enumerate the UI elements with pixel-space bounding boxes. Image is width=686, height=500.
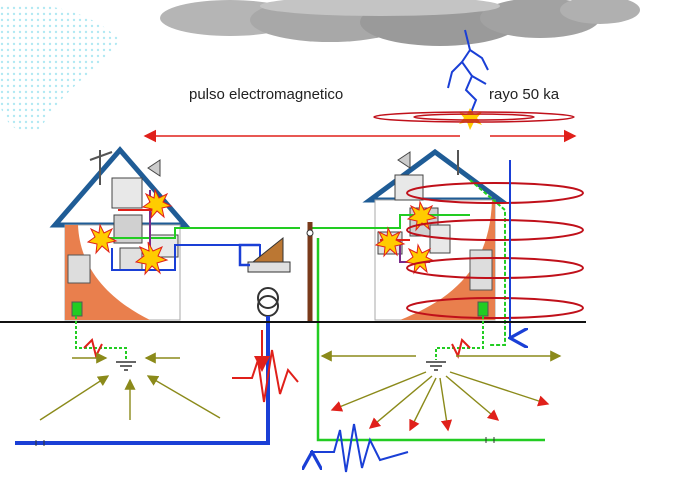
utility-pole xyxy=(306,222,314,322)
magnetic-field-top xyxy=(373,111,575,123)
magnetic-field-rings xyxy=(406,182,584,319)
transformer-icon xyxy=(247,236,291,317)
left-house xyxy=(49,146,191,321)
right-ground-system xyxy=(320,316,562,432)
ground-electrode-icon xyxy=(116,361,136,371)
storm-cloud xyxy=(160,0,640,46)
spark-icon xyxy=(374,200,438,275)
sky-dots xyxy=(0,3,120,133)
lightning-bolt-icon xyxy=(447,29,489,116)
lightning-label: rayo 50 ka xyxy=(489,86,560,103)
left-ground-system xyxy=(39,316,221,421)
spark-icon xyxy=(86,188,173,276)
surge-waveform-blue xyxy=(310,423,409,473)
ground-electrode-icon xyxy=(426,361,446,371)
surge-waveform-red xyxy=(232,330,299,403)
cable-marks xyxy=(35,437,495,446)
pulse-label: pulso electromagnetico xyxy=(189,86,344,103)
